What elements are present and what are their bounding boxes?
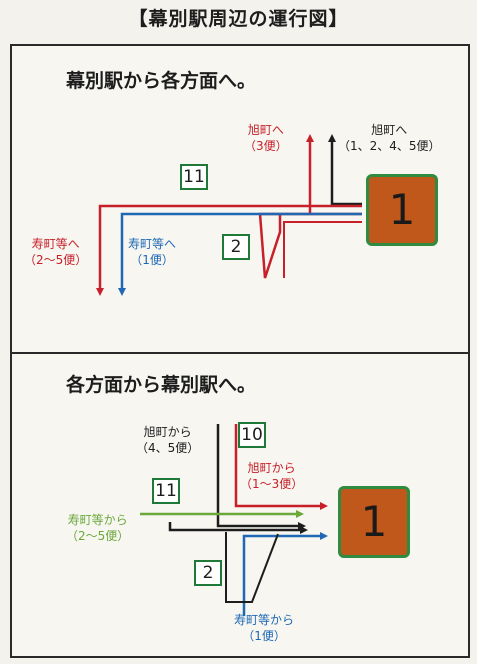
label-asahi-black: 旭町へ （1、2、4、5便） xyxy=(338,123,441,153)
label-asahi-black: 旭町から （4、5便） xyxy=(136,425,200,455)
route-line-red-kotobuki xyxy=(96,204,362,296)
route-line-blue xyxy=(118,212,362,296)
platform-badge: 1 xyxy=(338,486,410,558)
route-line-red-asahi xyxy=(258,134,362,279)
departures-panel: 幕別駅から各方面へ。 旭町へ （3便） 旭町へ （1、2、4、5便） xyxy=(10,44,470,354)
label-kotobuki-green: 寿町等から （2～5便） xyxy=(66,513,130,543)
route-badge-2: 2 xyxy=(222,234,250,260)
route-badge-10: 10 xyxy=(238,422,266,448)
platform-badge: 1 xyxy=(366,174,438,246)
route-line-red-branch xyxy=(283,221,362,278)
route-line-blue xyxy=(242,532,328,616)
label-asahi-red: 旭町へ （3便） xyxy=(244,123,288,153)
route-line-black-2 xyxy=(168,522,308,534)
route-badge-11: 11 xyxy=(152,478,180,504)
route-line-red xyxy=(234,424,328,510)
route-line-black xyxy=(328,134,362,206)
departures-heading: 幕別駅から各方面へ。 xyxy=(66,70,257,92)
route-line-black-3 xyxy=(225,532,279,603)
arrivals-route-map xyxy=(140,424,328,616)
label-kotobuki-blue: 寿町等へ （1便） xyxy=(128,237,177,267)
label-kotobuki-red: 寿町等へ （2～5便） xyxy=(24,237,88,267)
label-asahi-red: 旭町から （1～3便） xyxy=(240,461,304,491)
route-badge-2: 2 xyxy=(194,560,222,586)
arrivals-panel: 各方面から幕別駅へ。 旭町から （4、 xyxy=(10,354,470,658)
page-title: 【幕別駅周辺の運行図】 xyxy=(128,8,349,30)
route-line-black xyxy=(216,424,306,530)
arrivals-heading: 各方面から幕別駅へ。 xyxy=(66,374,257,396)
route-badge-11: 11 xyxy=(180,164,208,190)
label-kotobuki-blue: 寿町等から （1便） xyxy=(234,613,295,643)
departures-route-map xyxy=(96,134,362,296)
